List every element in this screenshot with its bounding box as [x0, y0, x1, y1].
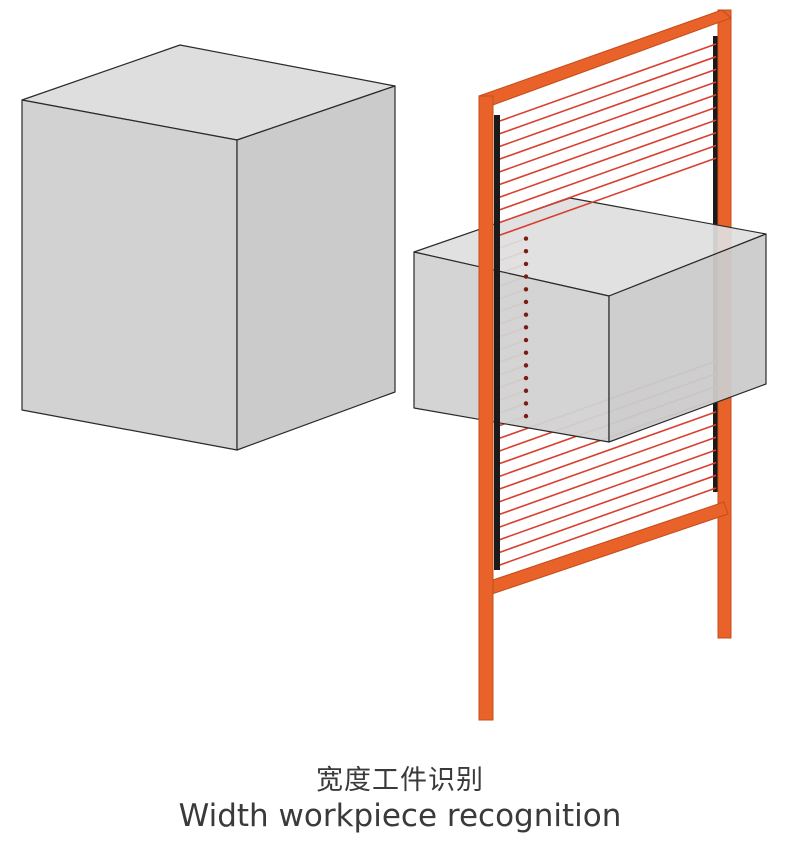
- workpiece-box: [413, 197, 767, 443]
- blocked-beam-dot: [523, 401, 529, 406]
- blocked-beam-dot: [523, 388, 529, 393]
- blocked-beam-dot: [523, 287, 529, 292]
- blocked-beam-dot: [523, 312, 529, 317]
- blocked-beam-dot: [523, 236, 529, 241]
- frame-left-post: [478, 95, 494, 721]
- light-beam: [496, 144, 717, 225]
- light-beam: [496, 461, 717, 542]
- light-beams-front: [496, 119, 717, 237]
- light-beam: [496, 55, 717, 136]
- light-beam: [496, 487, 717, 567]
- large-cube-right-face: [236, 85, 396, 451]
- caption-title-chinese: 宽度工件识别: [316, 765, 484, 796]
- caption-title-english: Width workpiece recognition: [178, 798, 622, 834]
- blocked-beam-points: [523, 236, 529, 419]
- large-cube-left-face: [21, 99, 238, 451]
- blocked-beam-dot: [523, 325, 529, 330]
- light-beam: [496, 436, 717, 517]
- light-beam: [496, 449, 717, 529]
- light-beam: [496, 43, 717, 123]
- light-beam: [496, 68, 717, 149]
- blocked-beam-dot: [523, 413, 529, 419]
- light-beam: [496, 93, 717, 174]
- blocked-beam-dot: [523, 299, 529, 305]
- light-beam: [496, 106, 717, 187]
- blocked-beam-dot: [523, 261, 529, 267]
- blocked-beam-dot: [523, 350, 529, 355]
- light-beam: [496, 119, 717, 199]
- light-beam: [496, 474, 717, 555]
- blocked-beam-dot: [523, 363, 529, 368]
- frame-bottom-rail: [486, 501, 729, 595]
- blocked-beam-dot: [523, 249, 529, 254]
- front-sensor-strip: [494, 115, 500, 570]
- large-cube: [21, 44, 396, 451]
- blocked-beam-dot: [523, 274, 529, 279]
- scene-illustration: [21, 9, 767, 721]
- light-beam: [496, 132, 717, 212]
- blocked-beam-dot: [523, 375, 529, 381]
- light-beam: [496, 411, 717, 491]
- frame-top-rail: [478, 9, 732, 107]
- light-beam: [496, 423, 717, 504]
- light-beam: [496, 81, 717, 161]
- workpiece-side-face: [608, 233, 767, 443]
- blocked-beam-dot: [523, 337, 529, 343]
- light-beam: [496, 157, 717, 237]
